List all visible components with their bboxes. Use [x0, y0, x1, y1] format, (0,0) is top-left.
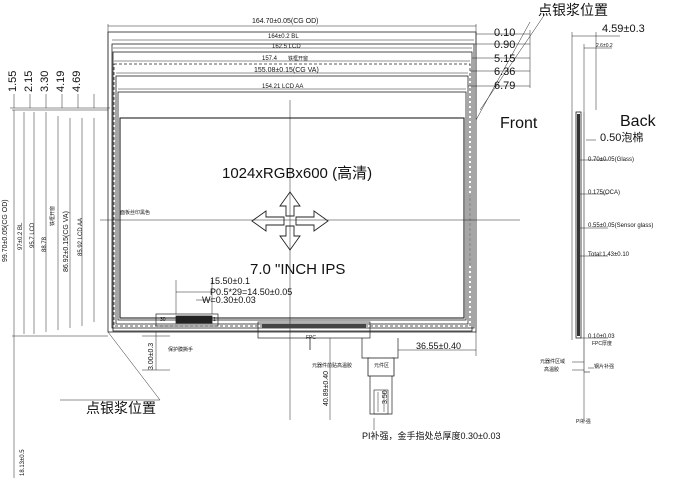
side-foam: 0.50泡棉	[600, 132, 644, 144]
side-view	[479, 13, 620, 420]
side-thickness: 4.59±0.3	[602, 23, 645, 35]
pin-label-30: 30	[160, 317, 166, 323]
left-offset-4: 4.19	[55, 70, 67, 92]
fpc-bonding-area	[155, 313, 399, 415]
side-component-area: 元器件区域	[540, 359, 566, 365]
dim-lcd-width: 162.5 LCD	[272, 44, 301, 50]
dim-bl-width: 164±0.2 BL	[268, 34, 299, 40]
dim-iron-open-height: 88.78	[42, 236, 48, 252]
active-area	[119, 117, 465, 319]
dim-fpc-height: 3.00±0.3	[148, 342, 155, 370]
dim-cg-va-width: 155.08±0.15(CG VA)	[254, 67, 319, 74]
dim-fpc-length: 40.89±0.40	[323, 371, 330, 406]
side-pi-stiffener: PI补强	[576, 419, 591, 425]
dim-lcd-height: 95.7 LCD	[30, 222, 36, 248]
right-offset-5: 6.79	[494, 80, 516, 92]
right-offset-3: 5.15	[494, 53, 516, 65]
side-sensor-glass: 0.55±0.05(Sensor glass)	[588, 223, 654, 229]
dim-iron-open-label: 铁框开窗	[288, 56, 309, 62]
resolution-text: 1024xRGBx600 (高清)	[222, 165, 373, 182]
outline-lcd-aa	[117, 91, 467, 321]
right-offset-leaders	[468, 21, 531, 121]
side-high-temp-tape: 高温胶	[544, 367, 560, 373]
dim-pin-width: W=0.30±0.03	[202, 295, 256, 305]
outline-lcd	[112, 51, 473, 332]
side-fpc-thickness: 0.10±0.03	[588, 334, 615, 340]
bottom-dimension-lines	[60, 280, 477, 430]
side-fpc-label: FPC厚度	[592, 341, 613, 347]
label-back: Back	[620, 113, 656, 130]
right-offset-1: 0.10	[494, 27, 516, 39]
dim-iron-open-height-label: 铁框开窗	[50, 205, 56, 226]
label-protection-film: 保护膜撕手	[168, 347, 194, 353]
dim-cg-od-height: 99.70±0.05(CG OD)	[2, 199, 9, 262]
dim-bottom-tail: 18.13±0.5	[20, 449, 26, 476]
side-oca: 0.175(OCA)	[588, 190, 621, 196]
dim-pitch-total: 15.50±0.1	[210, 276, 250, 286]
label-front: Front	[500, 115, 538, 132]
label-component-tape: 元器件前贴高温胶	[312, 363, 353, 369]
label-fpc-tag: FPC	[306, 335, 316, 341]
left-offset-2: 2.15	[23, 70, 35, 92]
left-offset-5: 4.69	[71, 70, 83, 92]
pin-label-1: 1	[213, 317, 216, 323]
side-glass: 0.70±0.05(Glass)	[588, 157, 634, 163]
dim-lcd-aa-width: 154.21 LCD AA	[262, 84, 304, 90]
direction-arrows	[251, 191, 329, 251]
right-offset-2: 0.90	[494, 39, 516, 51]
dim-fpc-offset: 36.55±0.40	[416, 341, 461, 351]
left-dimension-lines	[10, 94, 110, 478]
side-sub-thickness: 2.6±0.2	[596, 43, 613, 49]
dim-cg-va-height: 86.92±0.15(CG VA)	[63, 211, 70, 272]
label-bezel-print: 面板丝印黑色	[120, 210, 151, 216]
dim-lcd-aa-height: 85.92 LCD AA	[78, 217, 84, 256]
left-offset-3: 3.30	[39, 70, 51, 92]
panel-size-text: 7.0 "INCH IPS	[250, 261, 346, 278]
callout-silver-paste-bottom: 点银浆位置	[86, 401, 156, 417]
note-pi-stiffener: PI补强，金手指处总厚度0.30±0.03	[362, 431, 501, 441]
callout-silver-paste-top: 点银浆位置	[538, 3, 608, 19]
right-offset-4: 6.36	[494, 66, 516, 78]
side-total: Total:1.43±0.10	[588, 252, 629, 258]
outline-cg-od	[107, 31, 477, 333]
dim-stiffener-length: 3.50	[382, 390, 389, 404]
side-steel-stiffener: 钢片补强	[594, 364, 615, 370]
dim-bl-height: 97±0.2 BL	[18, 222, 24, 250]
left-offset-1: 1.55	[7, 70, 19, 92]
dim-iron-open-width: 157.4	[262, 56, 278, 62]
outline-cg-va	[115, 75, 469, 325]
dim-pitch: P0.5*29=14.50±0.05	[210, 287, 293, 297]
label-component-area: 元件区	[374, 363, 390, 369]
top-dimension-lines	[107, 24, 477, 120]
dim-cg-od-width: 164.70±0.05(CG OD)	[252, 18, 319, 25]
